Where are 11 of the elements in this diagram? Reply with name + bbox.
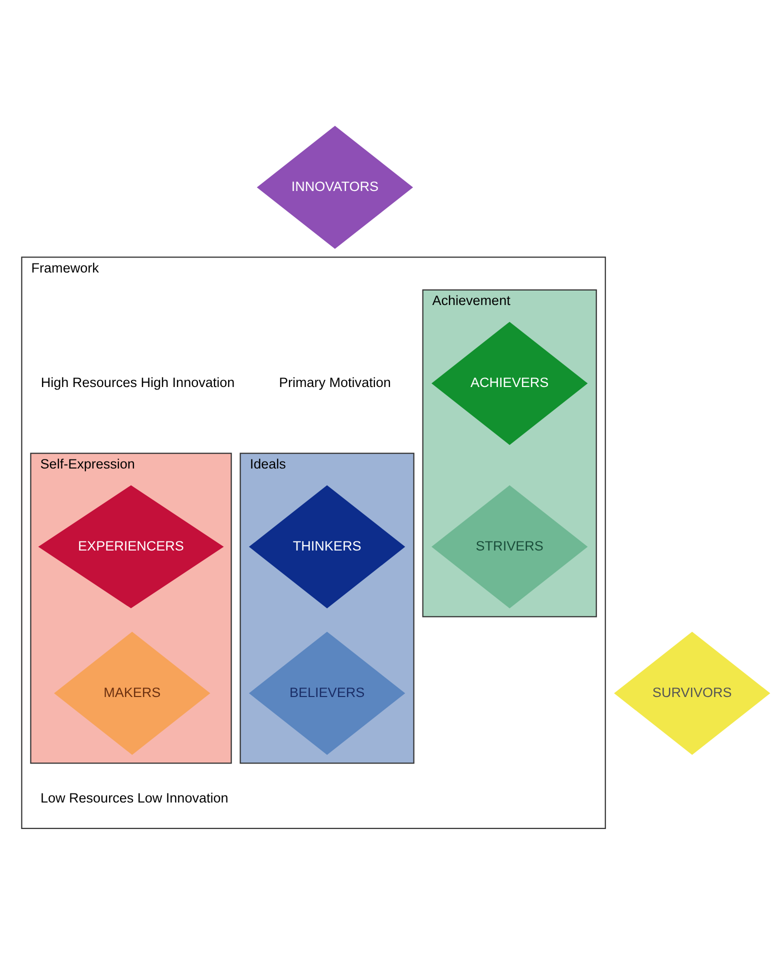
label: Low Resources Low Innovation (40, 790, 228, 806)
node-diamond: THINKERS (248, 485, 406, 608)
node-diamond: ACHIEVERS (432, 322, 588, 445)
node-diamond: STRIVERS (432, 485, 588, 608)
node-diamond: SURVIVORS (614, 632, 770, 755)
node-diamond: MAKERS (54, 632, 210, 755)
label: Primary Motivation (278, 374, 391, 390)
node-diamond: INNOVATORS (256, 126, 414, 249)
node-diamond: BELIEVERS (248, 632, 406, 755)
label: High Resources High Innovation (40, 374, 235, 390)
node-diamond: EXPERIENCERS (38, 485, 224, 608)
